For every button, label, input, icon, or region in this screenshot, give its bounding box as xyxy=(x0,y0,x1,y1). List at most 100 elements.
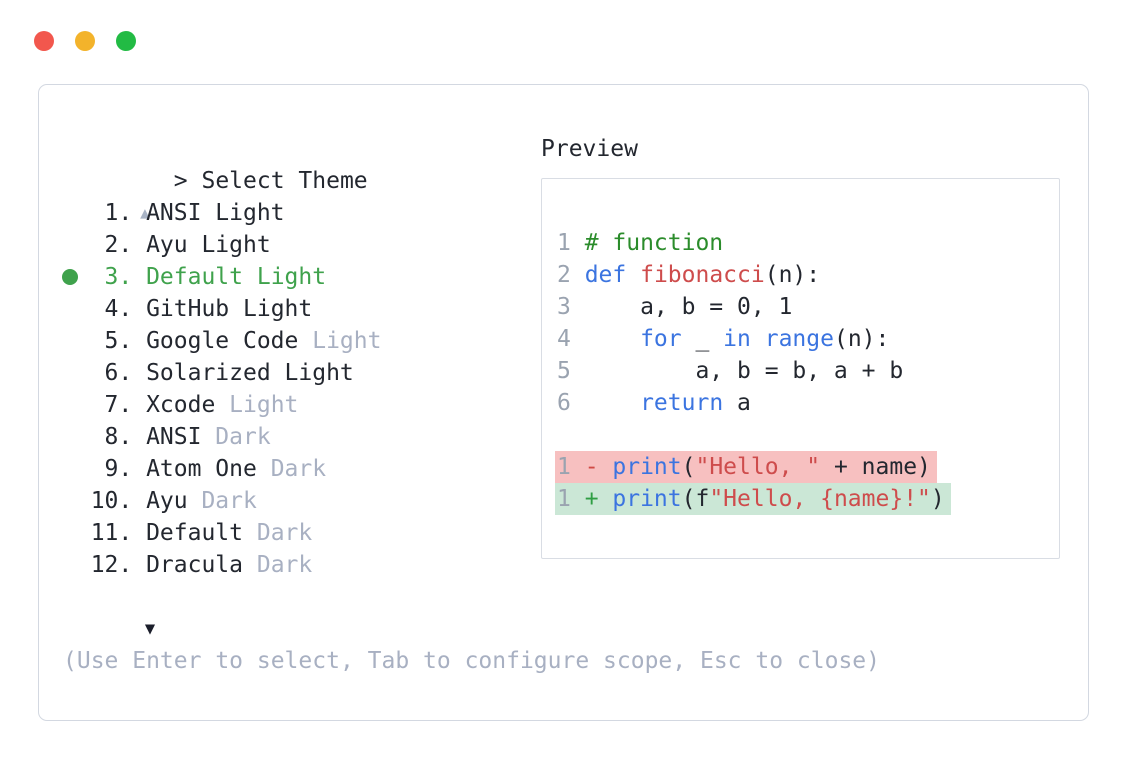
code-text: print("Hello, " + name) xyxy=(612,454,931,480)
theme-variant: Dark xyxy=(270,456,327,482)
theme-variant: Light xyxy=(312,328,382,354)
theme-number: 4. xyxy=(104,296,133,322)
triangle-up-icon: ▲ xyxy=(140,203,150,222)
maximize-window-icon[interactable] xyxy=(116,30,136,51)
theme-list-item-10[interactable]: 10. Ayu Dark xyxy=(63,485,541,517)
diff-plus-icon: + xyxy=(584,486,599,512)
bullet-column xyxy=(63,453,91,485)
theme-variant: Dark xyxy=(215,424,271,450)
code-line-6: 6 return a xyxy=(542,387,1059,419)
preview-code-box: 1 # function 2 def fibonacci(n): 3 a, b = … xyxy=(541,178,1060,559)
triangle-down-icon: ▼ xyxy=(144,619,156,639)
theme-variant: Light xyxy=(229,392,299,418)
line-number: 1 xyxy=(557,486,571,512)
code-text: def fibonacci(n): xyxy=(584,262,821,288)
theme-list-item-4[interactable]: 4. GitHub Light xyxy=(63,293,541,325)
theme-variant: Light xyxy=(256,264,327,290)
bullet-column xyxy=(63,357,91,389)
theme-name: ANSI xyxy=(146,424,202,450)
window-controls xyxy=(0,0,1129,51)
bullet-column xyxy=(63,197,91,229)
theme-list-item-5[interactable]: 5. Google Code Light xyxy=(63,325,541,357)
prompt-text: > Select Theme xyxy=(173,168,368,194)
bullet-column xyxy=(63,229,91,261)
theme-number: 12. xyxy=(90,552,133,578)
line-number: 6 xyxy=(557,390,571,416)
theme-variant: Light xyxy=(215,200,285,226)
code-text: return a xyxy=(640,390,751,416)
theme-name: Google Code xyxy=(146,328,299,354)
theme-name: Atom One xyxy=(146,456,257,482)
theme-number: 11. xyxy=(90,520,133,546)
code-text: a, b = 0, 1 xyxy=(584,294,793,320)
keyboard-hints: (Use Enter to select, Tab to configure s… xyxy=(63,648,880,674)
theme-name: Dracula xyxy=(146,552,243,578)
line-number: 2 xyxy=(557,262,571,288)
theme-list-item-1[interactable]: 1. ANSI Light xyxy=(63,197,541,229)
theme-name: ANSI xyxy=(146,200,202,226)
bullet-column xyxy=(63,325,91,357)
theme-number: 10. xyxy=(90,488,133,514)
line-number: 5 xyxy=(557,358,571,384)
theme-list-item-6[interactable]: 6. Solarized Light xyxy=(63,357,541,389)
theme-name: Ayu xyxy=(146,488,188,514)
code-line-4: 4 for _ in range(n): xyxy=(542,323,1059,355)
preview-title: Preview xyxy=(541,136,638,162)
diff-minus-icon: - xyxy=(584,454,599,480)
theme-number: 5. xyxy=(104,328,133,354)
line-number: 1 xyxy=(557,454,571,480)
code-text: for _ in range(n): xyxy=(640,326,890,352)
scroll-up-indicator[interactable]: ▲ xyxy=(63,165,541,222)
theme-variant: Light xyxy=(243,296,313,322)
prompt-line: > Select Theme xyxy=(63,133,541,194)
theme-number: 8. xyxy=(104,424,133,450)
code-line-3: 3 a, b = 0, 1 xyxy=(542,291,1059,323)
theme-number: 2. xyxy=(104,232,133,258)
theme-name: Ayu xyxy=(146,232,188,258)
theme-name: Solarized xyxy=(146,360,271,386)
line-number: 3 xyxy=(557,294,571,320)
bullet-column xyxy=(63,421,91,453)
bullet-column xyxy=(62,261,91,293)
line-number: 4 xyxy=(557,326,571,352)
preview-pane: Preview 1 # function 2 def fibonacci(n): 3… xyxy=(541,133,1064,613)
theme-number: 6. xyxy=(104,360,133,386)
theme-list-item-2[interactable]: 2. Ayu Light xyxy=(63,229,541,261)
theme-name: Default xyxy=(146,264,243,290)
theme-list-item-11[interactable]: 11. Default Dark xyxy=(63,517,541,549)
theme-variant: Dark xyxy=(256,552,313,578)
diff-removed-line: 1-print("Hello, " + name) xyxy=(555,451,937,483)
diff-added-line: 1 + print(f"Hello, {name}!") xyxy=(555,483,951,515)
theme-number: 7. xyxy=(104,392,133,418)
blank-line xyxy=(542,419,1059,451)
theme-name: GitHub xyxy=(146,296,230,322)
theme-number: 3. xyxy=(104,264,133,290)
line-number: 1 xyxy=(557,230,571,256)
theme-variant: Light xyxy=(201,232,271,258)
code-line-5: 5 a, b = b, a + b xyxy=(542,355,1059,387)
theme-variant: Dark xyxy=(201,488,257,514)
bullet-column xyxy=(63,485,91,517)
scroll-down-indicator[interactable]: ▼ xyxy=(63,581,541,639)
code-text: # function xyxy=(584,230,724,256)
bullet-column xyxy=(63,389,91,421)
theme-number: 1. xyxy=(104,200,133,226)
minimize-window-icon[interactable] xyxy=(75,30,95,51)
close-window-icon[interactable] xyxy=(34,30,54,51)
theme-variant: Light xyxy=(284,360,354,386)
code-line-1: 1 # function xyxy=(542,227,1059,259)
theme-list-item-8[interactable]: 8. ANSI Dark xyxy=(63,421,541,453)
theme-variant: Dark xyxy=(256,520,313,546)
bullet-column xyxy=(63,517,91,549)
theme-list-item-12[interactable]: 12. Dracula Dark xyxy=(63,549,541,581)
bullet-column xyxy=(63,293,91,325)
theme-list-item-3-selected[interactable]: 3. Default Light xyxy=(62,261,541,293)
theme-name: Default xyxy=(146,520,243,546)
code-line-2: 2 def fibonacci(n): xyxy=(542,259,1059,291)
code-text: print(f"Hello, {name}!") xyxy=(612,486,945,512)
